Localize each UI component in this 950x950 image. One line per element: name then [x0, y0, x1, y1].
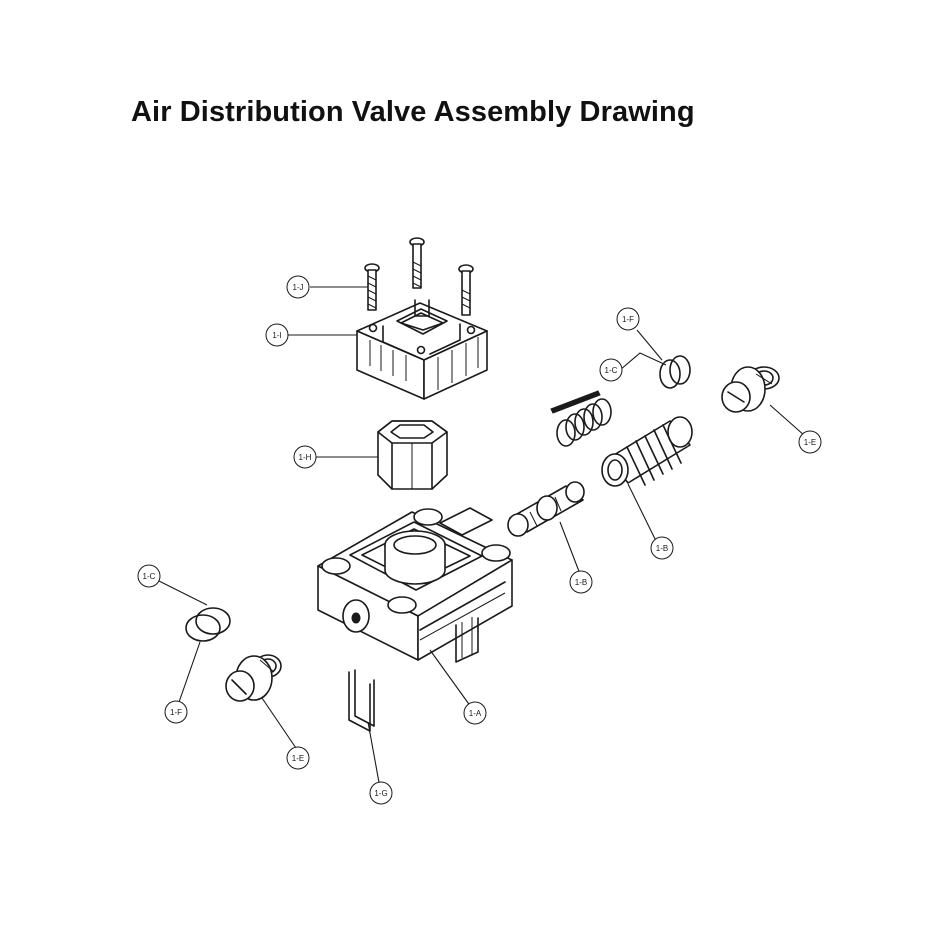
- callout-1-E-right: 1-E: [798, 430, 822, 454]
- top-cap-part: [356, 299, 488, 400]
- svg-text:1-C: 1-C: [143, 572, 156, 581]
- u-clip-part: [348, 669, 375, 732]
- callout-1-E-left: 1-E: [286, 746, 310, 770]
- svg-text:1-A: 1-A: [469, 709, 482, 718]
- callout-1-B-spool: 1-B: [569, 570, 593, 594]
- drawing-title: Air Distribution Valve Assembly Drawing: [131, 96, 695, 128]
- valve-body-part: [317, 507, 513, 663]
- spool-part: [507, 481, 585, 537]
- svg-text:1-H: 1-H: [299, 453, 312, 462]
- svg-text:1-C: 1-C: [605, 366, 618, 375]
- sleeve-part: [601, 416, 693, 487]
- callout-1-A: 1-A: [463, 701, 487, 725]
- callout-1-C-left: 1-C: [137, 564, 161, 588]
- end-cap-left-part: [225, 654, 282, 702]
- o-ring-pair-right-part: [659, 355, 691, 389]
- end-cap-right-part: [721, 366, 780, 413]
- svg-text:1-E: 1-E: [292, 754, 304, 763]
- svg-text:1-B: 1-B: [575, 578, 587, 587]
- svg-text:1-F: 1-F: [170, 708, 182, 717]
- svg-text:1-B: 1-B: [656, 544, 668, 553]
- callout-1-I: 1-I: [265, 323, 289, 347]
- octagon-sleeve-part: [377, 420, 448, 490]
- svg-text:1-E: 1-E: [804, 438, 816, 447]
- o-ring-pair-left-part: [185, 607, 231, 642]
- svg-text:1-J: 1-J: [292, 283, 303, 292]
- callout-1-G: 1-G: [369, 781, 393, 805]
- leader-lines: [156, 286, 806, 789]
- callout-1-F-left: 1-F: [164, 700, 188, 724]
- screw-part: [364, 237, 474, 316]
- callout-1-B-sleeve: 1-B: [650, 536, 674, 560]
- svg-text:1-G: 1-G: [374, 789, 387, 798]
- callout-1-F-right: 1-F: [616, 307, 640, 331]
- svg-text:1-I: 1-I: [272, 331, 281, 340]
- o-ring-stack-part: [550, 390, 612, 447]
- callout-1-H: 1-H: [293, 445, 317, 469]
- svg-text:1-F: 1-F: [622, 315, 634, 324]
- callout-1-J: 1-J: [286, 275, 310, 299]
- callout-1-C-right: 1-C: [599, 358, 623, 382]
